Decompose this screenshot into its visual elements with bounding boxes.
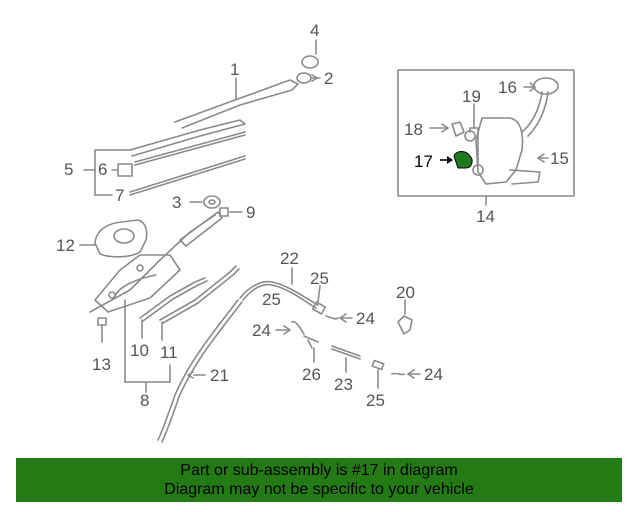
callout-9: 9 xyxy=(246,203,255,222)
callout-19: 19 xyxy=(462,87,481,106)
bolt-part-13 xyxy=(97,317,107,343)
part-info-banner: Part or sub-assembly is #17 in diagram D… xyxy=(16,458,622,502)
wiper-cap-part-4 xyxy=(301,39,319,69)
hose-part-23 xyxy=(331,345,361,373)
bolt-part-9 xyxy=(219,207,243,217)
joint-part-25-c xyxy=(371,359,385,389)
reservoir-inset-box xyxy=(397,69,575,206)
bracket-5-6-7 xyxy=(83,149,133,196)
callout-25-c: 25 xyxy=(366,391,385,410)
wiper-linkage-assembly xyxy=(89,211,223,313)
link-rod-part-11 xyxy=(159,265,240,341)
callout-25-b: 25 xyxy=(262,290,281,309)
callout-17: 17 xyxy=(414,152,433,171)
wiper-motor-part-12 xyxy=(79,219,148,258)
grommet-part-19 xyxy=(464,103,484,176)
callout-21: 21 xyxy=(210,366,229,385)
bracket-8 xyxy=(124,299,171,393)
callout-10: 10 xyxy=(130,341,149,360)
parts-diagram: 4 1 2 5 6 7 3 9 12 22 25 25 24 20 24 10 … xyxy=(56,21,575,443)
banner-line-disclaimer: Diagram may not be specific to your vehi… xyxy=(164,481,474,498)
callout-14: 14 xyxy=(476,207,495,226)
washer-part-3 xyxy=(189,195,221,209)
callout-13: 13 xyxy=(92,355,111,374)
callout-16: 16 xyxy=(498,78,517,97)
link-rod-part-10 xyxy=(139,277,208,339)
level-sensor-part-18 xyxy=(429,121,465,137)
callout-23: 23 xyxy=(334,375,353,394)
callout-8: 8 xyxy=(140,391,149,410)
callout-6: 6 xyxy=(98,160,107,179)
check-valve-part-24-c xyxy=(391,369,421,379)
callout-18: 18 xyxy=(404,120,423,139)
reservoir-tank-part-15 xyxy=(475,91,549,185)
callout-3: 3 xyxy=(172,193,181,212)
wiper-arm-part-1 xyxy=(174,77,299,129)
callout-7: 7 xyxy=(115,186,124,205)
callout-24-c: 24 xyxy=(424,365,443,384)
callout-15: 15 xyxy=(550,149,569,168)
wiper-blade-refill-part-7 xyxy=(129,155,246,196)
washer-pump-part-17-highlighted[interactable] xyxy=(440,151,473,169)
wiper-nut-part-2 xyxy=(296,72,321,84)
callout-4: 4 xyxy=(310,21,319,40)
reservoir-cap-part-16 xyxy=(523,77,559,95)
washer-hose-part-22 xyxy=(239,267,319,309)
callout-24-a: 24 xyxy=(356,309,375,328)
callout-24-b: 24 xyxy=(252,321,271,340)
callout-1: 1 xyxy=(230,60,239,79)
callout-25-a: 25 xyxy=(310,269,329,288)
connector-part-26 xyxy=(303,335,319,363)
callout-20: 20 xyxy=(396,283,415,302)
callout-2: 2 xyxy=(324,69,333,88)
callout-26: 26 xyxy=(302,365,321,384)
callout-5: 5 xyxy=(64,160,73,179)
wiper-blade-part-6 xyxy=(129,119,246,166)
washer-hose-part-21 xyxy=(157,299,243,443)
callout-11: 11 xyxy=(160,343,178,362)
banner-line-part-number: Part or sub-assembly is #17 in diagram xyxy=(180,462,458,479)
hose-joint-part-25 xyxy=(311,285,327,315)
callout-22: 22 xyxy=(280,249,299,268)
check-valve-part-24 xyxy=(325,313,353,323)
callout-12: 12 xyxy=(56,236,75,255)
washer-nozzle-part-20 xyxy=(397,299,413,335)
check-valve-part-24-b xyxy=(275,320,305,335)
